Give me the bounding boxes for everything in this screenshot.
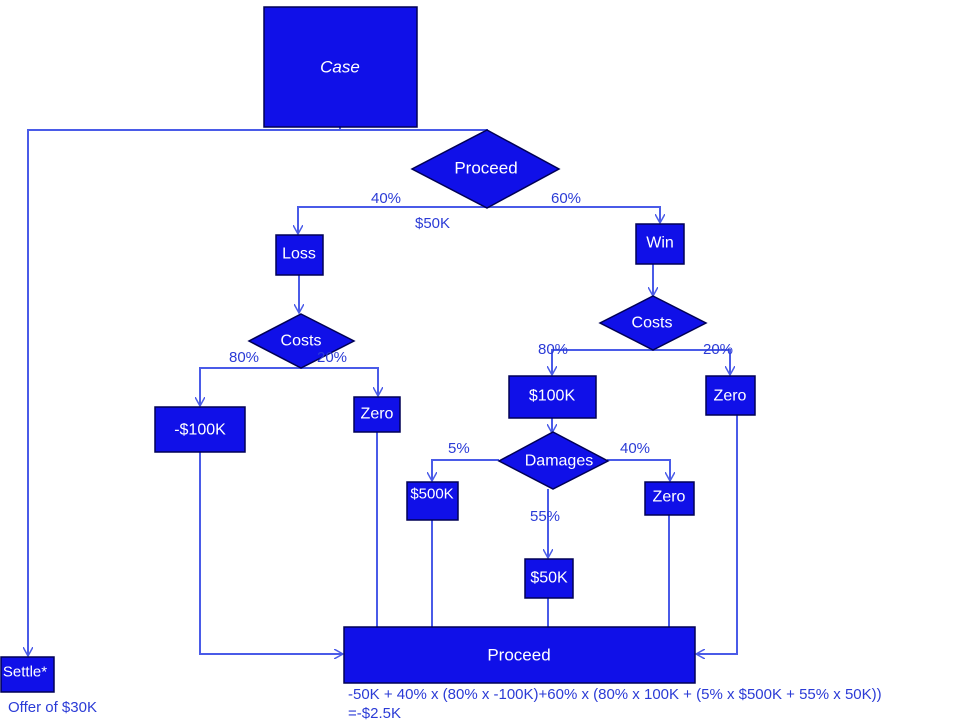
loss-probability-label: 40% xyxy=(371,190,401,207)
loss-label: Loss xyxy=(282,246,316,263)
win-node xyxy=(635,223,685,265)
formula-line-2: =-$2.5K xyxy=(348,705,401,722)
costs-right-label: Costs xyxy=(632,315,673,332)
settle-node xyxy=(0,656,55,693)
win-label: Win xyxy=(646,235,674,252)
settle-offer-note: Offer of $30K xyxy=(8,699,97,716)
edges xyxy=(28,127,738,655)
zero-right-node xyxy=(705,375,756,416)
damages-40-label: 40% xyxy=(620,440,650,457)
pos-500k-label: $500K xyxy=(410,486,453,503)
loss-node xyxy=(275,234,324,276)
edge-neg100k-proceed xyxy=(199,452,342,654)
pos-500k-node xyxy=(406,481,459,521)
edge-damages-zero xyxy=(607,459,670,480)
costs-left-label: Costs xyxy=(281,333,322,350)
expected-value-formula: -50K + 40% x (80% x -100K)+60% x (80% x … xyxy=(348,685,882,723)
damages-5-label: 5% xyxy=(448,440,470,457)
edge-zero-right-proceed xyxy=(697,415,738,654)
pos-50k-label: $50K xyxy=(530,570,568,587)
zero-damages-label: Zero xyxy=(653,489,686,506)
neg-100k-label: -$100K xyxy=(174,422,226,439)
case-label: Case xyxy=(320,58,360,77)
neg-100k-node xyxy=(154,406,246,453)
proceed-bottom-label: Proceed xyxy=(487,646,550,665)
zero-left-node xyxy=(353,396,401,433)
zero-right-label: Zero xyxy=(714,388,747,405)
damages-label: Damages xyxy=(525,453,593,470)
pos-50k-node xyxy=(524,558,574,599)
win-probability-label: 60% xyxy=(551,190,581,207)
proceed-cost-label: $50K xyxy=(415,215,450,232)
edge-costs-zero-right xyxy=(653,349,730,374)
left-80-label: 80% xyxy=(229,349,259,366)
edge-proceed-loss xyxy=(298,206,488,233)
edge-proceed-win xyxy=(488,206,660,222)
proceed-top-node xyxy=(410,129,561,209)
edge-costs-zero-left xyxy=(302,367,378,395)
proceed-top-label: Proceed xyxy=(454,159,517,178)
formula-line-1: -50K + 40% x (80% x -100K)+60% x (80% x … xyxy=(348,686,882,703)
zero-damages-node xyxy=(644,481,695,516)
costs-left-node xyxy=(247,313,356,369)
edge-costs-100k xyxy=(552,349,653,374)
settle-label: Settle* xyxy=(3,664,47,681)
proceed-bottom-node xyxy=(343,626,696,684)
damages-55-label: 55% xyxy=(530,508,560,525)
damages-node xyxy=(497,431,610,490)
right-80-label: 80% xyxy=(538,341,568,358)
right-20-label: 20% xyxy=(703,341,733,358)
edge-damages-500k xyxy=(432,459,499,480)
case-node xyxy=(263,6,418,128)
pos-100k-label: $100K xyxy=(529,388,576,405)
edge-case-settle xyxy=(28,129,488,655)
left-20-label: 20% xyxy=(317,349,347,366)
pos-100k-node xyxy=(508,375,597,419)
costs-right-node xyxy=(598,295,708,351)
zero-left-label: Zero xyxy=(361,406,394,423)
edge-costs-neg100k xyxy=(200,367,302,405)
